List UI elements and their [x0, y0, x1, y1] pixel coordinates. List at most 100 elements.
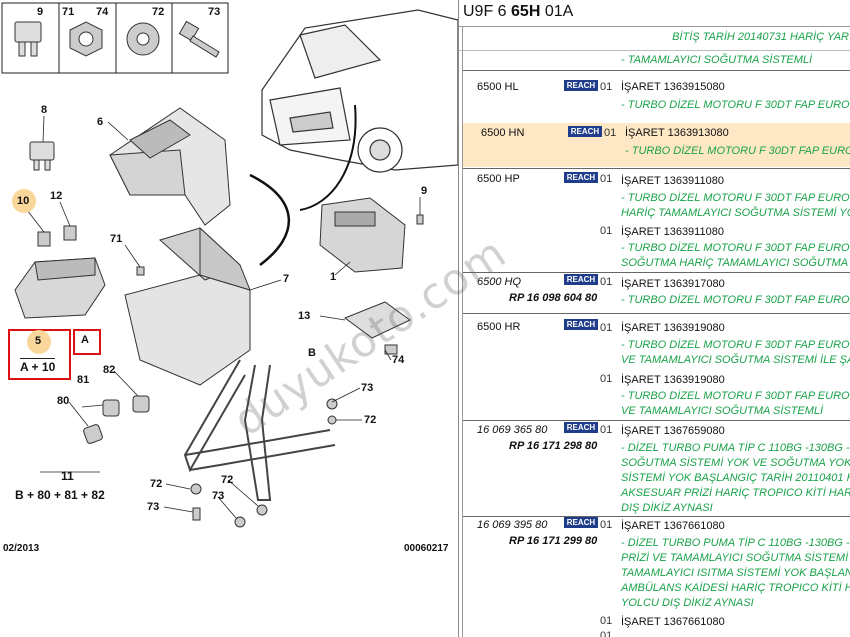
row-desc: - TURBO DİZEL MOTORU F 30DT FAP EURO5: [621, 242, 850, 254]
row-qty: 01: [600, 173, 613, 185]
label-74-top: 74: [96, 6, 109, 18]
label-13: 13: [298, 310, 311, 322]
row-desc: AKSESUAR PRİZİ HARİÇ TROPICO KİTİ HAR: [621, 487, 850, 499]
van-outline: [261, 9, 458, 173]
label-12: 12: [50, 190, 63, 202]
row-qty: 01: [600, 519, 613, 531]
row-desc: AMBÜLANS KAİDESİ HARİÇ TROPICO KİTİ HA: [621, 582, 850, 594]
reach-badge: REACH: [564, 422, 598, 433]
row-code: 16 069 365 80: [477, 424, 548, 436]
reach-badge: REACH: [564, 319, 598, 330]
part-box-73: [171, 2, 229, 74]
row-qty: 01: [600, 322, 613, 334]
label-74: 74: [392, 354, 405, 366]
reach-badge: REACH: [564, 80, 598, 91]
row-desc: - TURBO DİZEL MOTORU F 30DT FAP EURO5: [621, 192, 850, 204]
label-73-lower-b: 73: [147, 501, 160, 513]
parts-diagram-panel: 9 71 74 72 73 8 6 10 12 71 7 9 1 13 74 7…: [1, 2, 458, 554]
footer-ref: 00060217: [404, 543, 449, 554]
row-code: 16 069 395 80: [477, 519, 548, 531]
row-desc: PRİZİ VE TAMAMLAYICI SOĞUTMA SİSTEMİ Y: [621, 552, 850, 564]
part-code-suffix: 01A: [544, 3, 574, 20]
row-isaret: İŞARET 1363911080: [621, 175, 724, 187]
part-8-fuse: [29, 141, 55, 171]
reach-badge: REACH: [568, 126, 602, 137]
row-qty: 01: [600, 615, 613, 627]
part-1-module: [319, 197, 406, 273]
reach-badge: REACH: [564, 274, 598, 285]
row-isaret: İŞARET 1363913080: [625, 127, 729, 139]
reach-badge: REACH: [564, 172, 598, 183]
row-divider: [463, 70, 850, 71]
part-5-fuse-block: [14, 257, 106, 319]
lower-fasteners: [136, 214, 424, 528]
label-6: 6: [97, 116, 104, 128]
row-isaret: İŞARET 1363919080: [621, 374, 725, 386]
part-code-prefix: U9F 6: [463, 3, 507, 20]
row-divider: [463, 516, 850, 517]
reach-badge: REACH: [564, 517, 598, 528]
row-code: 6500 HP: [477, 173, 520, 185]
row-qty: 01: [600, 424, 613, 436]
kit-a-box: [73, 329, 101, 355]
row-code: 6500 HR: [477, 321, 521, 333]
label-a-plus-10: A + 10: [20, 358, 56, 374]
row-code: 6500 HQ: [477, 276, 522, 288]
row-desc: YOLCU DIŞ DİKİZ AYNASI: [621, 597, 754, 609]
row-ref: RP 16 171 299 80: [509, 535, 598, 547]
row-isaret: İŞARET 1363915080: [621, 81, 725, 93]
label-81: 81: [77, 374, 90, 386]
row-qty: 01: [600, 81, 613, 93]
parts-list-panel: U9F 6 65H 01A BİTİŞ TARİH 20140731 HARİÇ…: [458, 0, 850, 637]
bolt-icon: [178, 20, 220, 58]
label-8: 8: [41, 104, 48, 116]
row-desc: VE TAMAMLAYICI SOĞUTMA SİSTEMİ İLE ŞA: [621, 354, 850, 366]
row-isaret: İŞARET 1363917080: [621, 278, 725, 290]
label-9: 9: [421, 185, 428, 197]
row-divider: [463, 420, 850, 421]
part-6-cover: [109, 107, 231, 226]
row-desc: DIŞ DİKİZ AYNASI: [621, 502, 713, 514]
row-qty: 01: [600, 225, 613, 237]
part-code-bold: 65H: [511, 3, 541, 20]
row-desc: SOĞUTMA HARİÇ TAMAMLAYICI SOĞUTMA S: [621, 257, 850, 269]
table-left-border: [462, 26, 463, 637]
table-row-highlighted[interactable]: 6500 HN REACH 01 İŞARET 1363913080 - TUR…: [463, 123, 850, 167]
parts-header: U9F 6 65H 01A: [459, 0, 850, 27]
label-11: 11: [61, 469, 74, 483]
row-divider: [463, 313, 850, 314]
fuse-icon: [14, 21, 42, 57]
label-9-top: 9: [37, 6, 44, 18]
row-desc: - TURBO DİZEL MOTORU F 30DT FAP EURO5: [621, 99, 850, 111]
row-qty: 01: [600, 630, 613, 637]
footer-date: 02/2013: [3, 543, 40, 554]
row-isaret: İŞARET 1367661080: [621, 520, 725, 532]
label-10: 10: [17, 195, 30, 207]
label-a: A: [81, 334, 89, 346]
label-7: 7: [283, 273, 290, 285]
label-71-top: 71: [62, 6, 75, 18]
row-desc: HARİÇ TAMAMLAYICI SOĞUTMA SİSTEMİ YO: [621, 207, 850, 219]
row-qty: 01: [604, 127, 617, 139]
label-b: B: [308, 347, 316, 359]
row-desc: - DİZEL TURBO PUMA TİP C 110BG -130BG -1: [621, 442, 850, 454]
row-desc: - TAMAMLAYICI SOĞUTMA SİSTEMLİ: [621, 54, 813, 66]
part-code: U9F 6 65H 01A: [463, 3, 573, 21]
row-isaret: İŞARET 1367659080: [621, 425, 725, 437]
clips-80-81-82: [83, 395, 150, 444]
label-72-lower-a: 72: [150, 478, 163, 490]
row-desc: SİSTEMİ YOK BAŞLANGIÇ TARİH 20110401 H: [621, 472, 850, 484]
row-code: 6500 HN: [481, 127, 525, 139]
row-ref: RP 16 171 298 80: [509, 440, 598, 452]
label-82: 82: [103, 364, 116, 376]
row-isaret: İŞARET 1367661080: [621, 616, 725, 628]
part-7-tray: [124, 226, 251, 386]
label-73-top: 73: [208, 6, 221, 18]
label-72-top: 72: [152, 6, 165, 18]
subheader-text: BİTİŞ TARİH 20140731 HARİÇ YAR: [672, 31, 849, 43]
row-desc: VE TAMAMLAYICI SOĞUTMA SİSTEMLİ: [621, 405, 824, 417]
nut-icon: [69, 21, 103, 57]
label-80: 80: [57, 395, 70, 407]
row-divider: [463, 168, 850, 169]
highlight-circle-10: [12, 189, 36, 213]
